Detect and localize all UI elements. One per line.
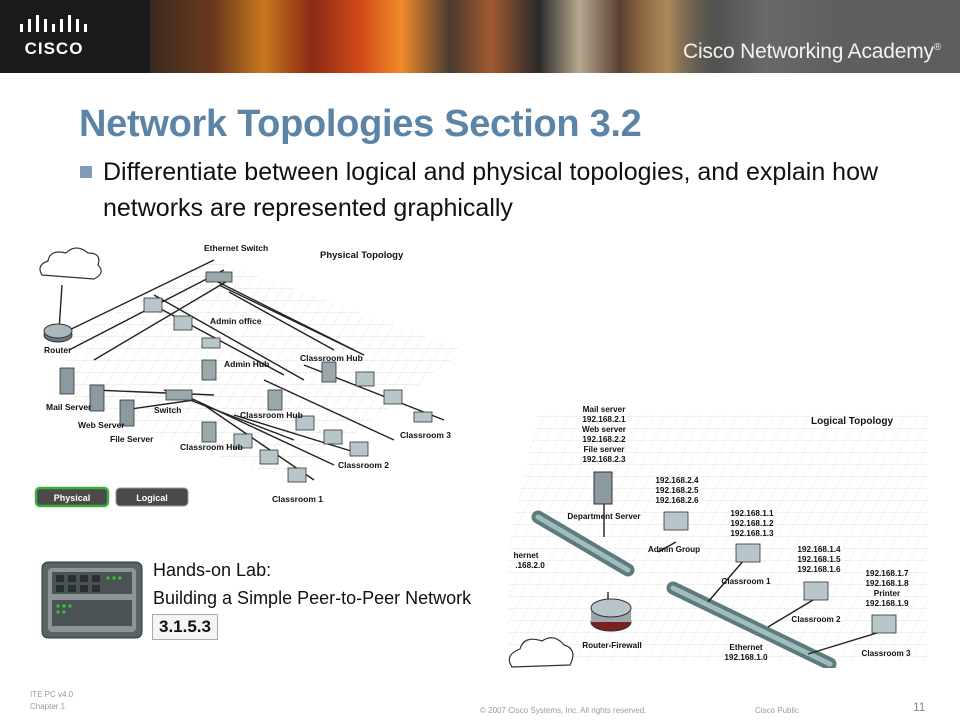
physical-heading: Physical Topology <box>320 250 404 261</box>
page-number: 11 <box>913 700 926 714</box>
class1-ip-3: 192.168.1.3 <box>730 529 774 538</box>
workstation-icons <box>143 297 433 483</box>
label-ethernet-1: Ethernet <box>729 643 762 652</box>
class3-ip-1: 192.168.1.7 <box>865 569 909 578</box>
slide-title: Network Topologies Section 3.2 <box>79 103 642 145</box>
label-ethernet-1-ip: 192.168.1.0 <box>724 653 768 662</box>
class3-printer: Printer <box>874 589 901 598</box>
floor-plan-grid <box>64 260 464 480</box>
label-classroom-hub-a: Classroom Hub <box>300 353 363 363</box>
class2-ip-2: 192.168.1.5 <box>797 555 841 564</box>
label-file-server: File Server <box>110 434 154 444</box>
tab-logical-label: Logical <box>136 493 168 503</box>
footer-course: ITE PC v4.0 <box>30 690 74 699</box>
lab-title: Hands-on Lab: <box>153 560 272 580</box>
physical-topology-diagram: Physical Topology Ethernet Switch Admin … <box>34 243 464 508</box>
bullet-square-icon <box>80 166 92 178</box>
footer-classification: Cisco Public <box>755 706 800 715</box>
admin-ip-1: 192.168.2.4 <box>655 476 699 485</box>
servers-line-4: 192.168.2.2 <box>582 435 626 444</box>
label-router: Router <box>44 345 72 355</box>
class1-ip-1: 192.168.1.1 <box>730 509 774 518</box>
cloud-icon <box>39 247 102 280</box>
class1-ip-2: 192.168.1.2 <box>730 519 774 528</box>
cloud-icon <box>508 637 574 668</box>
class2-ip-1: 192.168.1.4 <box>797 545 841 554</box>
label-admin-office: Admin office <box>210 316 262 326</box>
label-classroom-hub-b: Classroom Hub <box>240 410 303 420</box>
class3-ip-2: 192.168.1.8 <box>865 579 909 588</box>
tab-physical[interactable]: Physical <box>34 486 110 508</box>
label-mail-server: Mail Server <box>46 402 92 412</box>
bullet-text: Differentiate between logical and physic… <box>103 158 879 222</box>
servers-line-2: 192.168.2.1 <box>582 415 626 424</box>
router-icon <box>43 323 73 343</box>
admin-ip-2: 192.168.2.5 <box>655 486 699 495</box>
label-ethernet-switch: Ethernet Switch <box>204 243 268 253</box>
department-server-icon <box>593 471 613 505</box>
logical-topology-diagram: Logical Topology Mail server 192.168.2.1… <box>508 405 928 668</box>
ethernet-backbone-2 <box>531 510 635 577</box>
ethernet-backbone-1 <box>666 581 837 668</box>
header-shade <box>640 0 960 73</box>
label-classroom-1: Classroom 1 <box>272 494 323 504</box>
label-switch: Switch <box>154 405 181 415</box>
registered-mark: ® <box>933 42 941 53</box>
label-classroom-3: Classroom 3 <box>400 430 451 440</box>
label-classroom-hub-c: Classroom Hub <box>180 442 243 452</box>
cisco-logo-icon: CISCO <box>20 15 87 58</box>
label-classroom-2: Classroom 2 <box>791 615 841 624</box>
footer-chapter: Chapter 1 <box>30 702 66 711</box>
label-department-server: Department Server <box>567 512 641 521</box>
cisco-wordmark: CISCO <box>25 39 84 58</box>
label-admin-hub: Admin Hub <box>224 359 269 369</box>
header-banner: CISCO Cisco Networking Academy® <box>0 0 960 73</box>
label-classroom-3: Classroom 3 <box>861 649 911 658</box>
academy-name: Cisco Networking Academy <box>683 40 934 63</box>
academy-title: Cisco Networking Academy® <box>683 40 941 64</box>
footer-copyright: © 2007 Cisco Systems, Inc. All rights re… <box>480 706 647 715</box>
admin-ip-3: 192.168.2.6 <box>655 496 699 505</box>
lab-number[interactable]: 3.1.5.3 <box>152 614 218 640</box>
label-classroom-1: Classroom 1 <box>721 577 771 586</box>
label-ethernet-2-ip: .168.2.0 <box>515 561 545 570</box>
lab-subtitle[interactable]: Building a Simple Peer-to-Peer Network <box>153 588 472 608</box>
tab-physical-label: Physical <box>54 493 91 503</box>
logical-workstation-icons <box>663 511 897 634</box>
switch-hub-icons <box>165 271 337 443</box>
logical-heading: Logical Topology <box>811 416 893 427</box>
label-ethernet-2: hernet <box>513 551 538 560</box>
class2-ip-3: 192.168.1.6 <box>797 565 841 574</box>
servers-line-1: Mail server <box>583 405 627 414</box>
tab-logical[interactable]: Logical <box>115 487 189 507</box>
class3-ip-3: 192.168.1.9 <box>865 599 909 608</box>
label-classroom-2: Classroom 2 <box>338 460 389 470</box>
servers-line-6: 192.168.2.3 <box>582 455 626 464</box>
label-admin-group: Admin Group <box>648 545 700 554</box>
server-icons <box>59 367 135 427</box>
router-firewall-icon <box>590 598 632 632</box>
servers-line-3: Web server <box>582 425 627 434</box>
lab-equipment-icon[interactable] <box>40 560 144 640</box>
label-router-firewall: Router-Firewall <box>582 641 642 650</box>
label-web-server: Web Server <box>78 420 125 430</box>
servers-line-5: File server <box>584 445 626 454</box>
